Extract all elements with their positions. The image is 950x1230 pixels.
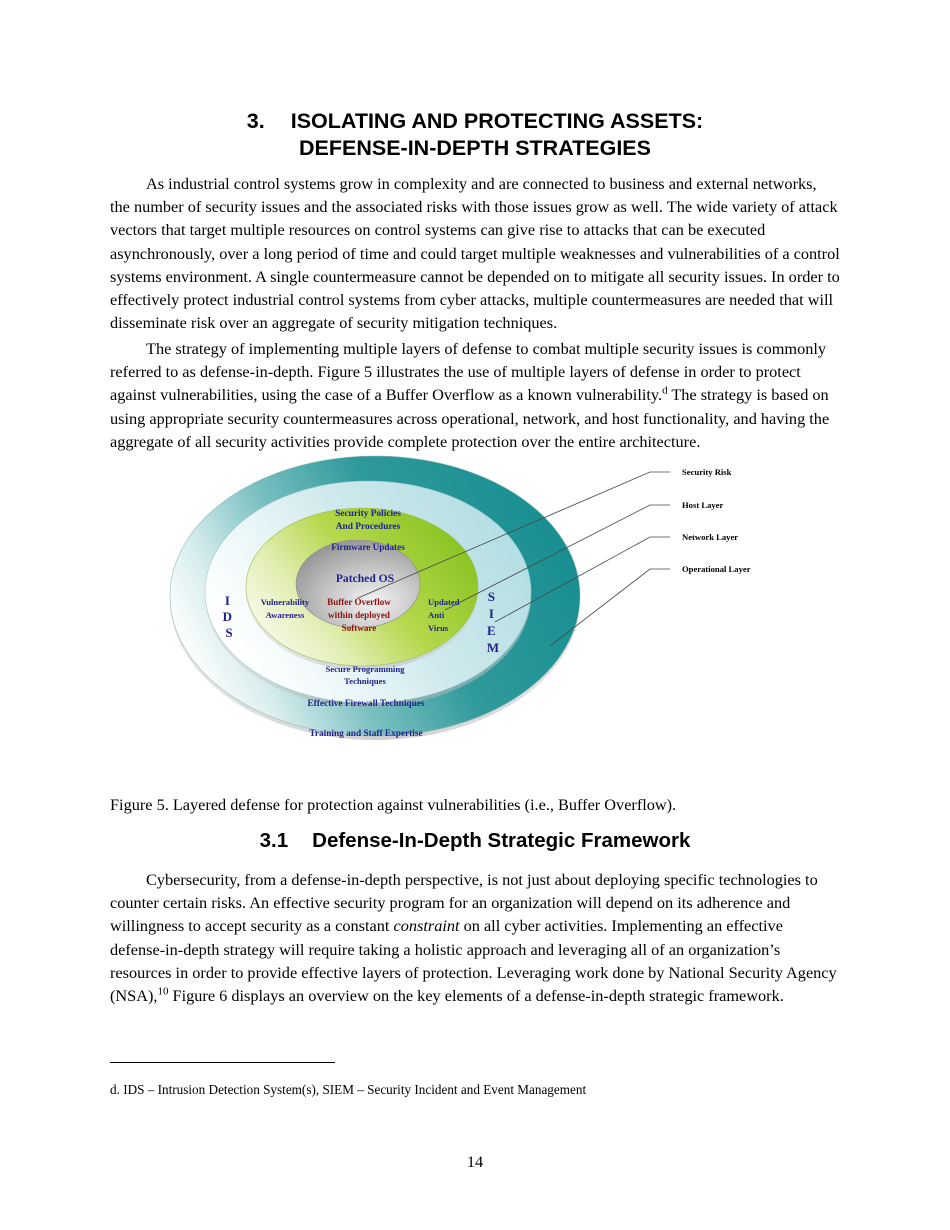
label-vulnerability-awareness-line1: Vulnerability	[261, 597, 310, 607]
label-siem-vertical: S I E M	[487, 589, 499, 655]
chapter-heading: 3. ISOLATING AND PROTECTING ASSETS: DEFEN…	[110, 108, 840, 162]
label-buffer-overflow-line3: Software	[342, 623, 377, 633]
figure-5-caption: Figure 5. Layered defense for protection…	[110, 795, 677, 814]
label-buffer-overflow-line1: Buffer Overflow	[327, 597, 391, 607]
callout-label-operational-layer: Operational Layer	[682, 564, 751, 574]
label-effective-firewall: Effective Firewall Techniques	[307, 699, 424, 709]
label-patched-os: Patched OS	[336, 572, 394, 585]
label-buffer-overflow-line2: within deployed	[328, 610, 390, 620]
paragraph-intro: As industrial control systems grow in co…	[110, 174, 840, 333]
paragraph-strategy-part-a: The strategy of implementing multiple la…	[110, 339, 827, 405]
label-ids-vertical: I D S	[223, 593, 236, 640]
chapter-title-line1: ISOLATING AND PROTECTING ASSETS:	[290, 109, 704, 133]
callout-label-security-risk: Security Risk	[682, 467, 732, 477]
chapter-number: 3.	[246, 109, 265, 133]
footnote-separator-rule	[110, 1062, 335, 1063]
label-updated-anti-virus-line1: Updated	[428, 597, 460, 607]
footnote-text: d. IDS – Intrusion Detection System(s), …	[110, 1082, 587, 1097]
callout-label-host-layer: Host Layer	[682, 500, 723, 510]
label-secure-programming-line1: Secure Programming	[325, 664, 405, 674]
section-heading-3-1: 3.1 Defense-In-Depth Strategic Framework	[110, 828, 840, 854]
label-updated-anti-virus-line2: Anti	[428, 610, 445, 620]
paragraph-cybersecurity-part-a: Cybersecurity, from a defense-in-depth p…	[110, 870, 818, 936]
chapter-title-line2: DEFENSE-IN-DEPTH STRATEGIES	[299, 136, 651, 160]
footnote-marker-d: d	[662, 384, 668, 397]
label-security-policies-line1: Security Policies	[335, 509, 401, 519]
label-training-staff-expertise: Training and Staff Expertise	[309, 729, 422, 739]
label-updated-anti-virus-line3: Virus	[428, 623, 449, 633]
paragraph-cybersecurity-part-c: Figure 6 displays an overview on the key…	[168, 986, 784, 1006]
figure-5-layered-defense: Security Policies And Procedures Firmwar…	[150, 450, 810, 780]
callout-leader-lines	[357, 471, 670, 647]
label-firmware-updates: Firmware Updates	[331, 542, 405, 552]
label-secure-programming-line2: Techniques	[344, 676, 386, 686]
paragraph-cybersecurity-italic: constraint	[393, 916, 460, 936]
paragraph-strategy: The strategy of implementing multiple la…	[110, 337, 840, 453]
paragraph-cybersecurity-part-b: on all cyber activities. Implementing an…	[110, 916, 837, 1006]
section-number: 3.1	[259, 829, 289, 852]
callout-label-network-layer: Network Layer	[682, 532, 738, 542]
paragraph-strategy-part-b: The strategy is based on using appropria…	[110, 385, 830, 451]
ring-core-grey	[295, 539, 421, 629]
page-number: 14	[466, 1152, 484, 1171]
label-security-policies-line2: And Procedures	[336, 522, 401, 532]
citation-marker-10: 10	[157, 985, 169, 998]
section-title: Defense-In-Depth Strategic Framework	[312, 829, 691, 852]
paragraph-cybersecurity: Cybersecurity, from a defense-in-depth p…	[110, 868, 840, 1007]
label-vulnerability-awareness-line2: Awareness	[266, 610, 305, 620]
